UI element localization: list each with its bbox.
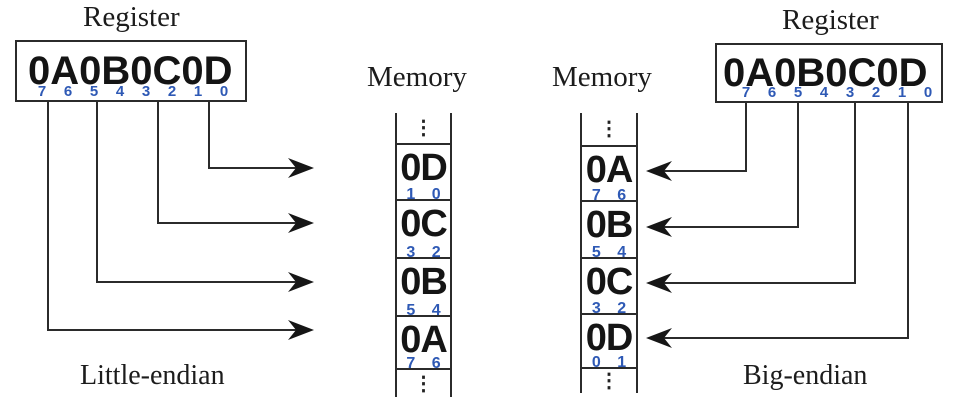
bit-index: 3 (141, 82, 151, 100)
bit-index: 7 (741, 83, 751, 101)
arrow-line-be-0c (664, 103, 856, 284)
memory-byte: 0B (585, 204, 634, 246)
vertical-ellipsis: ⋮ (599, 370, 619, 392)
memory-cell: 0C 3 2 (582, 257, 636, 317)
arrow-line-le-0c (157, 102, 296, 224)
register-value: 0A0B0C0D (28, 49, 233, 93)
memory-byte: 0B (400, 261, 448, 303)
bit-index: 7 (37, 82, 47, 100)
memory-cell: 0A 7 6 (397, 315, 450, 372)
memory-bit-indices: 3 2 (406, 244, 441, 261)
memory-column: ⋮ 0D 1 0 0C 3 2 0B 5 4 0A 7 6 ⋮ (395, 113, 452, 397)
memory-bit-indices: 1 0 (406, 186, 441, 203)
memory-bit-indices: 3 2 (591, 300, 627, 317)
bit-index: 1 (193, 82, 203, 100)
bit-index: 6 (767, 83, 777, 101)
memory-column: ⋮ 0A 7 6 0B 5 4 0C 3 2 0D 0 1 ⋮ (580, 113, 638, 393)
arrow-line-be-0d (664, 103, 909, 339)
memory-cell: 0B 5 4 (397, 257, 450, 319)
memory-label: Memory (552, 61, 652, 93)
memory-ellipsis-row: ⋮ (397, 113, 450, 143)
memory-bit-indices: 7 6 (406, 355, 441, 372)
arrow-head-le-0c (288, 213, 314, 233)
memory-cell: 0D 1 0 (397, 143, 450, 203)
memory-cell: 0B 5 4 (582, 200, 636, 261)
arrow-head-le-0d (288, 158, 314, 178)
bit-index: 2 (871, 83, 881, 101)
register-label: Register (83, 1, 180, 33)
memory-bit-indices: 5 4 (591, 244, 627, 261)
arrow-line-le-0a (47, 102, 296, 331)
memory-bit-indices: 5 4 (406, 302, 441, 319)
memory-byte: 0C (400, 203, 448, 245)
arrow-head-be-0a (646, 161, 672, 181)
bit-index: 6 (63, 82, 73, 100)
bit-index: 2 (167, 82, 177, 100)
vertical-ellipsis: ⋮ (413, 117, 434, 139)
memory-byte: 0D (400, 147, 448, 189)
arrow-head-le-0b (288, 272, 314, 292)
bit-index: 5 (793, 83, 803, 101)
arrow-head-be-0c (646, 273, 672, 293)
register-label: Register (782, 4, 879, 36)
bit-index: 5 (89, 82, 99, 100)
vertical-ellipsis: ⋮ (599, 118, 619, 140)
memory-cell: 0D 0 1 (582, 313, 636, 371)
memory-byte: 0D (585, 317, 634, 359)
memory-ellipsis-row: ⋮ (582, 367, 636, 393)
arrow-line-be-0b (664, 103, 799, 228)
bit-index: 4 (819, 83, 829, 101)
memory-byte: 0A (400, 319, 448, 361)
memory-cell: 0A 7 6 (582, 145, 636, 204)
memory-bit-indices: 0 1 (591, 354, 627, 371)
register-box: 0A0B0C0D 7 6 5 4 3 2 1 0 (15, 40, 247, 102)
memory-byte: 0C (585, 261, 634, 303)
arrow-head-le-0a (288, 320, 314, 340)
memory-byte: 0A (585, 149, 634, 191)
bit-index: 0 (219, 82, 229, 100)
register-box: 0A0B0C0D 7 6 5 4 3 2 1 0 (715, 43, 943, 103)
memory-bit-indices: 7 6 (591, 187, 627, 204)
memory-cell: 0C 3 2 (397, 199, 450, 261)
register-value: 0A0B0C0D (723, 51, 928, 95)
arrow-head-be-0d (646, 328, 672, 348)
arrow-line-le-0d (208, 102, 296, 169)
bit-index: 0 (923, 83, 933, 101)
bit-index: 3 (845, 83, 855, 101)
arrow-line-le-0b (96, 102, 296, 283)
endianness-caption: Little-endian (80, 360, 225, 391)
memory-ellipsis-row: ⋮ (397, 368, 450, 397)
arrow-line-be-0a (664, 103, 747, 172)
memory-label: Memory (367, 61, 467, 93)
arrow-head-be-0b (646, 217, 672, 237)
register-bit-indices: 7 6 5 4 3 2 1 0 (733, 83, 941, 102)
memory-ellipsis-row: ⋮ (582, 113, 636, 145)
bit-index: 1 (897, 83, 907, 101)
endianness-caption: Big-endian (743, 360, 868, 391)
register-bit-indices: 7 6 5 4 3 2 1 0 (29, 82, 237, 101)
bit-index: 4 (115, 82, 125, 100)
vertical-ellipsis: ⋮ (413, 372, 434, 395)
